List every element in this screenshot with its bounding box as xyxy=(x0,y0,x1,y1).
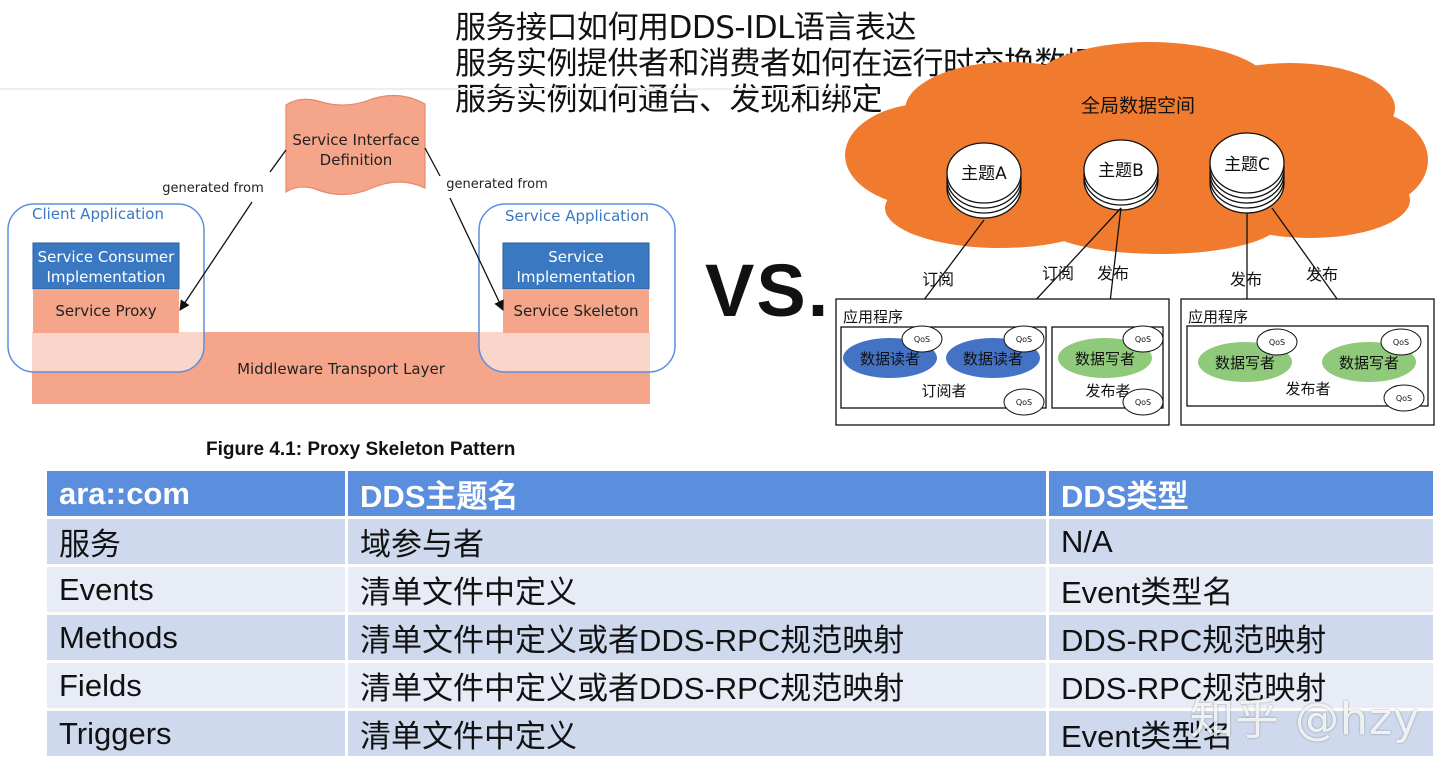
publisher-1-label: 发布者 xyxy=(1085,382,1130,400)
service-interface-definition-shape xyxy=(285,94,426,196)
table-row: Fields 清单文件中定义或者DDS-RPC规范映射 DDS-RPC规范映射 xyxy=(47,663,1436,708)
generated-from-left: generated from xyxy=(162,181,264,196)
qos-label: QoS xyxy=(1016,335,1032,344)
qos-label: QoS xyxy=(1135,335,1151,344)
data-writer-2-label: 数据写者 xyxy=(1215,354,1275,372)
table-cell: Fields xyxy=(47,663,348,708)
edge-label-publish-2: 发布 xyxy=(1230,270,1262,289)
data-reader-1-label: 数据读者 xyxy=(860,350,920,368)
header-dds-topic: DDS主题名 xyxy=(348,471,1049,516)
topic-a-label: 主题A xyxy=(961,164,1007,184)
client-application-label: Client Application xyxy=(32,205,164,223)
table-cell: DDS-RPC规范映射 xyxy=(1049,663,1436,708)
qos-label: QoS xyxy=(1393,338,1409,347)
table-row: Methods 清单文件中定义或者DDS-RPC规范映射 DDS-RPC规范映射 xyxy=(47,615,1436,660)
table-cell: 域参与者 xyxy=(348,519,1049,564)
interface-line2: Definition xyxy=(320,151,393,169)
topic-a xyxy=(946,142,1022,219)
qos-label: QoS xyxy=(1016,398,1032,407)
table-cell: 清单文件中定义 xyxy=(348,567,1049,612)
subscriber-label: 订阅者 xyxy=(921,382,966,400)
header-dds-type: DDS类型 xyxy=(1049,471,1436,516)
consumer-impl-line1: Service Consumer xyxy=(38,248,176,266)
header-aracom: ara::com xyxy=(47,471,348,516)
table-cell: Event类型名 xyxy=(1049,711,1436,756)
table-cell: 清单文件中定义或者DDS-RPC规范映射 xyxy=(348,663,1049,708)
cloud-label: 全局数据空间 xyxy=(1081,95,1195,117)
topic-b-label: 主题B xyxy=(1098,161,1144,181)
edge-label-publish-1: 发布 xyxy=(1097,264,1129,283)
qos-label: QoS xyxy=(1396,394,1412,403)
publisher-2-label: 发布者 xyxy=(1285,380,1330,398)
table-row: Events 清单文件中定义 Event类型名 xyxy=(47,567,1436,612)
mapping-table: ara::com DDS主题名 DDS类型 服务 域参与者 N/A Events… xyxy=(47,468,1436,759)
proxy-skeleton-diagram: Middleware Transport Layer Client Applic… xyxy=(7,94,676,404)
table-row: 服务 域参与者 N/A xyxy=(47,519,1436,564)
application-2-label: 应用程序 xyxy=(1188,308,1248,326)
table-row: Triggers 清单文件中定义 Event类型名 xyxy=(47,711,1436,756)
dds-diagram: 全局数据空间 主题A 主题B 主题C xyxy=(835,42,1435,426)
header-line-1: 服务接口如何用DDS-IDL语言表达 xyxy=(455,10,916,46)
arrow-stub-left xyxy=(269,149,287,173)
service-proxy-label: Service Proxy xyxy=(55,302,156,320)
table-header-row: ara::com DDS主题名 DDS类型 xyxy=(47,471,1436,516)
qos-bubbles: QoS QoS QoS QoS QoS QoS QoS QoS xyxy=(901,325,1425,416)
topic-c-label: 主题C xyxy=(1224,155,1270,175)
data-writer-3-label: 数据写者 xyxy=(1339,354,1399,372)
service-application-label: Service Application xyxy=(505,207,649,225)
vs-label: VS. xyxy=(705,249,831,332)
watermark: 知乎 @hzy xyxy=(1190,694,1421,745)
figure-caption: Figure 4.1: Proxy Skeleton Pattern xyxy=(206,439,516,460)
data-reader-2-label: 数据读者 xyxy=(963,350,1023,368)
middleware-label: Middleware Transport Layer xyxy=(237,360,446,378)
service-skeleton-box xyxy=(503,289,649,333)
arrow-stub-right xyxy=(424,147,441,177)
arrow-to-skeleton xyxy=(449,197,504,311)
table-cell: N/A xyxy=(1049,519,1436,564)
topic-c xyxy=(1209,132,1285,214)
service-skeleton-label: Service Skeleton xyxy=(513,302,638,320)
data-writer-1-label: 数据写者 xyxy=(1075,350,1135,368)
qos-label: QoS xyxy=(1269,338,1285,347)
application-1-label: 应用程序 xyxy=(843,308,903,326)
edge-label-publish-3: 发布 xyxy=(1306,265,1338,284)
arrow-to-proxy xyxy=(179,201,253,311)
table-cell: Events xyxy=(47,567,348,612)
service-impl-line2: Implementation xyxy=(516,268,635,286)
generated-from-right: generated from xyxy=(446,177,548,192)
table-cell: 清单文件中定义 xyxy=(348,711,1049,756)
interface-line1: Service Interface xyxy=(292,131,419,149)
table-cell: 服务 xyxy=(47,519,348,564)
qos-label: QoS xyxy=(914,335,930,344)
global-data-space-cloud xyxy=(845,42,1428,254)
table-cell: Triggers xyxy=(47,711,348,756)
qos-label: QoS xyxy=(1135,398,1151,407)
service-impl-line1: Service xyxy=(548,248,603,266)
edge-label-subscribe-1: 订阅 xyxy=(922,270,954,289)
table-cell: Event类型名 xyxy=(1049,567,1436,612)
edge-label-subscribe-2: 订阅 xyxy=(1042,264,1074,283)
service-proxy-box xyxy=(33,289,179,333)
topic-b xyxy=(1083,139,1159,211)
service-impl-box xyxy=(502,242,650,290)
consumer-impl-line2: Implementation xyxy=(46,268,165,286)
top-divider xyxy=(0,88,850,90)
table-cell: DDS-RPC规范映射 xyxy=(1049,615,1436,660)
table-cell: Methods xyxy=(47,615,348,660)
table-cell: 清单文件中定义或者DDS-RPC规范映射 xyxy=(348,615,1049,660)
